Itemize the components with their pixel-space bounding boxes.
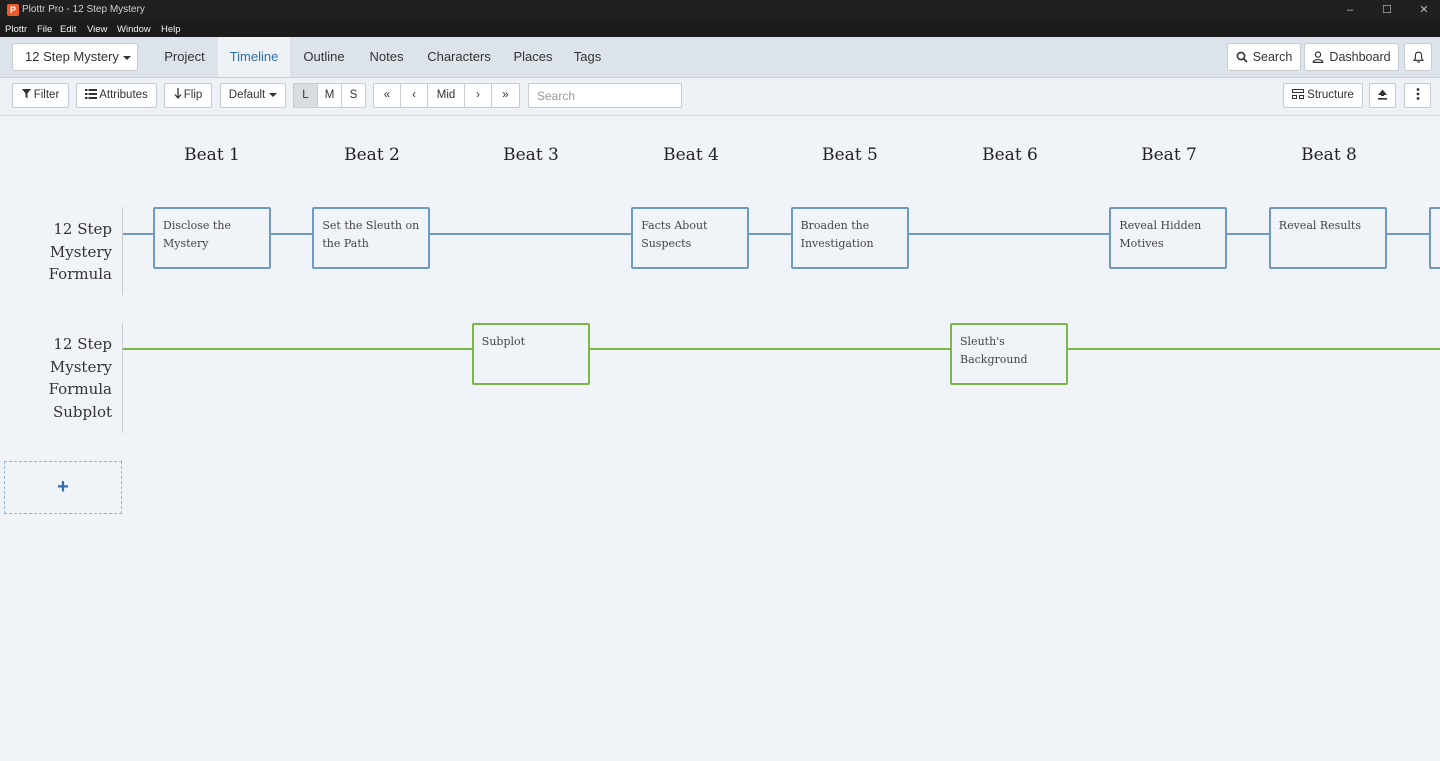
- beat-header-5[interactable]: Beat 5: [822, 145, 878, 165]
- structure-button[interactable]: Structure: [1283, 83, 1363, 108]
- menu-view[interactable]: View: [87, 24, 108, 35]
- attributes-button[interactable]: Attributes: [76, 83, 157, 108]
- tab-places[interactable]: Places: [513, 49, 553, 64]
- bell-icon: [1412, 51, 1424, 63]
- search-button-label: Search: [1252, 50, 1293, 64]
- minimize-icon[interactable]: –: [1346, 4, 1354, 16]
- size-toggle-group: L M S: [293, 83, 366, 108]
- scene-card[interactable]: Reveal Results: [1268, 207, 1387, 269]
- menu-bar: Plottr File Edit View Window Help: [0, 21, 1440, 37]
- size-medium-button[interactable]: M: [318, 84, 342, 107]
- menu-help[interactable]: Help: [161, 24, 181, 35]
- size-small-button[interactable]: S: [349, 89, 358, 101]
- default-dropdown[interactable]: Default: [220, 83, 286, 108]
- tab-tags[interactable]: Tags: [573, 49, 602, 64]
- default-label: Default: [228, 89, 266, 101]
- plotline-rail: [123, 348, 1440, 350]
- scene-card-offscreen[interactable]: [1429, 207, 1440, 269]
- user-icon: [1313, 51, 1324, 63]
- scene-card[interactable]: Disclose the Mystery: [153, 207, 271, 269]
- timeline-search-input[interactable]: [528, 83, 682, 108]
- filter-icon: [21, 89, 31, 99]
- list-icon: [85, 89, 98, 99]
- scene-card[interactable]: Set the Sleuth on the Path: [312, 207, 431, 269]
- dashboard-button[interactable]: Dashboard: [1304, 43, 1399, 71]
- arrow-down-icon: [174, 88, 182, 99]
- beat-header-7[interactable]: Beat 7: [1141, 145, 1197, 165]
- beat-header-6[interactable]: Beat 6: [982, 145, 1038, 165]
- window-title: Plottr Pro - 12 Step Mystery: [22, 4, 145, 15]
- scene-card-title: Disclose the Mystery: [163, 219, 231, 250]
- tab-project[interactable]: Project: [164, 49, 205, 64]
- plotline-title-subplot[interactable]: 12 Step Mystery Formula Subplot: [48, 335, 112, 421]
- filter-button[interactable]: Filter: [12, 83, 69, 108]
- menu-file[interactable]: File: [37, 24, 53, 35]
- menu-window[interactable]: Window: [117, 24, 151, 35]
- project-name: 12 Step Mystery: [25, 49, 119, 64]
- beat-header-8[interactable]: Beat 8: [1301, 145, 1357, 165]
- scene-card[interactable]: Subplot: [471, 323, 590, 385]
- beat-header-2[interactable]: Beat 2: [344, 145, 400, 165]
- menu-plottr[interactable]: Plottr: [5, 24, 28, 35]
- scroll-nav-group: « ‹ Mid › »: [373, 83, 520, 108]
- top-navigation: 12 Step Mystery Project Timeline Outline…: [0, 37, 1440, 78]
- scene-card[interactable]: Reveal Hidden Motives: [1109, 207, 1228, 269]
- maximize-icon[interactable]: ☐: [1382, 4, 1392, 16]
- add-plotline-button[interactable]: +: [4, 461, 122, 514]
- timeline-toolbar: Filter Attributes Flip Default L M S « ‹…: [0, 78, 1440, 116]
- structure-label: Structure: [1307, 89, 1354, 101]
- scroll-first-button[interactable]: «: [374, 84, 401, 107]
- beat-header-3[interactable]: Beat 3: [503, 145, 559, 165]
- tab-characters[interactable]: Characters: [427, 49, 491, 64]
- scene-card-title: Facts About Suspects: [641, 219, 708, 250]
- beat-header-4[interactable]: Beat 4: [663, 145, 719, 165]
- vertical-ellipsis-icon: [1416, 88, 1419, 100]
- menu-edit[interactable]: Edit: [60, 24, 77, 35]
- plottr-app-icon: P: [7, 4, 19, 16]
- scroll-last-button[interactable]: »: [502, 89, 509, 101]
- structure-icon: [1292, 89, 1305, 99]
- scene-card[interactable]: Sleuth's Background: [950, 323, 1068, 385]
- scroll-mid-button[interactable]: Mid: [428, 84, 465, 107]
- scene-card-title: Broaden the Investigation: [800, 219, 874, 250]
- more-options-button[interactable]: [1404, 83, 1431, 108]
- search-button[interactable]: Search: [1227, 43, 1301, 71]
- scene-card-title: Subplot: [481, 335, 526, 348]
- scroll-prev-button[interactable]: ‹: [401, 84, 428, 107]
- scene-card-title: Set the Sleuth on the Path: [322, 219, 420, 250]
- timeline-grid: Beat 1 Beat 2 Beat 3 Beat 4 Beat 5 Beat …: [0, 117, 1440, 761]
- flip-button[interactable]: Flip: [164, 83, 212, 108]
- flip-label: Flip: [183, 89, 203, 101]
- attributes-label: Attributes: [99, 89, 148, 101]
- plotline-divider: [122, 323, 123, 433]
- scene-card-title: Sleuth's Background: [960, 335, 1028, 366]
- scene-card-title: Reveal Hidden Motives: [1119, 219, 1202, 250]
- plotline-rail: [123, 233, 1440, 235]
- title-bar: P Plottr Pro - 12 Step Mystery – ☐ ✕: [0, 0, 1440, 21]
- tab-outline[interactable]: Outline: [303, 49, 345, 64]
- export-icon: [1378, 89, 1387, 100]
- beat-header-1[interactable]: Beat 1: [184, 145, 240, 165]
- caret-down-icon: [269, 92, 278, 97]
- caret-down-icon: [122, 55, 131, 60]
- plotline-divider: [122, 207, 123, 295]
- size-large-button[interactable]: L: [294, 84, 318, 107]
- filter-label: Filter: [33, 89, 60, 101]
- scroll-next-button[interactable]: ›: [465, 84, 492, 107]
- tab-timeline[interactable]: Timeline: [218, 37, 290, 77]
- tab-notes[interactable]: Notes: [369, 49, 404, 64]
- plotline-title-main[interactable]: 12 Step Mystery Formula: [48, 220, 112, 283]
- dashboard-button-label: Dashboard: [1329, 50, 1391, 64]
- scene-card-title: Reveal Results: [1278, 219, 1361, 232]
- close-icon[interactable]: ✕: [1419, 4, 1429, 16]
- project-dropdown[interactable]: 12 Step Mystery: [12, 43, 138, 71]
- notifications-button[interactable]: [1404, 43, 1432, 71]
- scene-card[interactable]: Broaden the Investigation: [790, 207, 909, 269]
- search-icon: [1236, 51, 1248, 63]
- scene-card[interactable]: Facts About Suspects: [631, 207, 750, 269]
- export-button[interactable]: [1369, 83, 1396, 108]
